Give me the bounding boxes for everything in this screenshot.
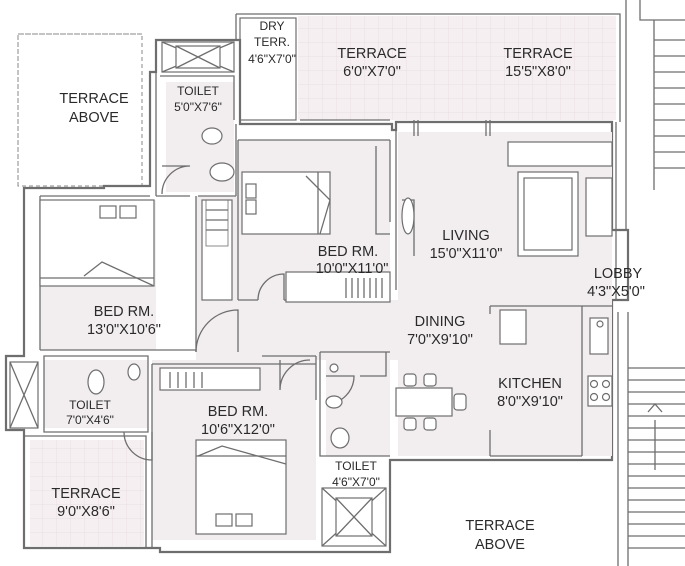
dry-terrace-label-line2: TERR. bbox=[254, 35, 290, 49]
bed-middle-size: 10'0"X11'0" bbox=[316, 261, 389, 277]
terrace-bottom-left-label: TERRACE bbox=[51, 486, 121, 502]
dining-label: DINING bbox=[415, 314, 466, 330]
terrace-bottom-left-size: 9'0"X8'6" bbox=[57, 504, 115, 520]
toilet-fixtures bbox=[87, 127, 350, 449]
kitchen-label: KITCHEN bbox=[498, 376, 562, 392]
toilet-left-label: TOILET bbox=[69, 398, 111, 412]
terrace-above-left bbox=[17, 33, 143, 187]
lobby-size: 4'3"X5'0" bbox=[587, 284, 645, 300]
windows bbox=[300, 119, 620, 301]
room-labels: DRY TERR. 4'6"X7'0" TERRACE 6'0"X7'0" TE… bbox=[51, 19, 645, 553]
stair-frame-right bbox=[617, 0, 685, 566]
toilet-top-label: TOILET bbox=[177, 84, 219, 98]
dining-size: 7'0"X9'10" bbox=[407, 332, 473, 348]
terrace-top-right-size: 15'5"X8'0" bbox=[505, 64, 571, 80]
interior-walls bbox=[9, 40, 612, 548]
terrace-top-right-label: TERRACE bbox=[503, 46, 573, 62]
dry-terrace-size: 4'6"X7'0" bbox=[248, 52, 296, 66]
toilet-bottom-size: 4'6"X7'0" bbox=[332, 475, 380, 489]
bed-left-label: BED RM. bbox=[94, 304, 154, 320]
lobby-label: LOBBY bbox=[594, 266, 643, 282]
toilet-left-size: 7'0"X4'6" bbox=[66, 413, 114, 427]
terrace-above-bottom-label-line2: ABOVE bbox=[475, 537, 525, 553]
terrace-top-left-size: 6'0"X7'0" bbox=[343, 64, 401, 80]
bed-bottom-furniture bbox=[159, 367, 287, 535]
terrace-top-area bbox=[235, 13, 621, 122]
toilet-bottom-label: TOILET bbox=[335, 459, 377, 473]
terrace-above-left-label-line2: ABOVE bbox=[69, 110, 119, 126]
bed-left-furniture bbox=[39, 199, 233, 301]
kitchen-size: 8'0"X9'10" bbox=[497, 394, 563, 410]
bed-bottom-label: BED RM. bbox=[208, 404, 268, 420]
bed-middle-furniture bbox=[241, 146, 391, 303]
terrace-above-bottom-label-line1: TERRACE bbox=[465, 518, 535, 534]
doors bbox=[123, 165, 415, 461]
dining-kitchen-furniture bbox=[395, 309, 613, 431]
bed-middle-label: BED RM. bbox=[318, 244, 378, 260]
living-furniture bbox=[507, 141, 613, 257]
bed-bottom-size: 10'6"X12'0" bbox=[201, 422, 275, 438]
bed-left-size: 13'0"X10'6" bbox=[87, 322, 161, 338]
terrace-above-left-label-line1: TERRACE bbox=[59, 91, 129, 107]
living-label: LIVING bbox=[442, 228, 490, 244]
dry-terrace-label-line1: DRY bbox=[259, 19, 284, 33]
living-size: 15'0"X11'0" bbox=[430, 246, 503, 262]
terrace-top-left-label: TERRACE bbox=[337, 46, 407, 62]
toilet-top-size: 5'0"X7'6" bbox=[174, 100, 222, 114]
terrace-bottom-left bbox=[24, 435, 147, 548]
